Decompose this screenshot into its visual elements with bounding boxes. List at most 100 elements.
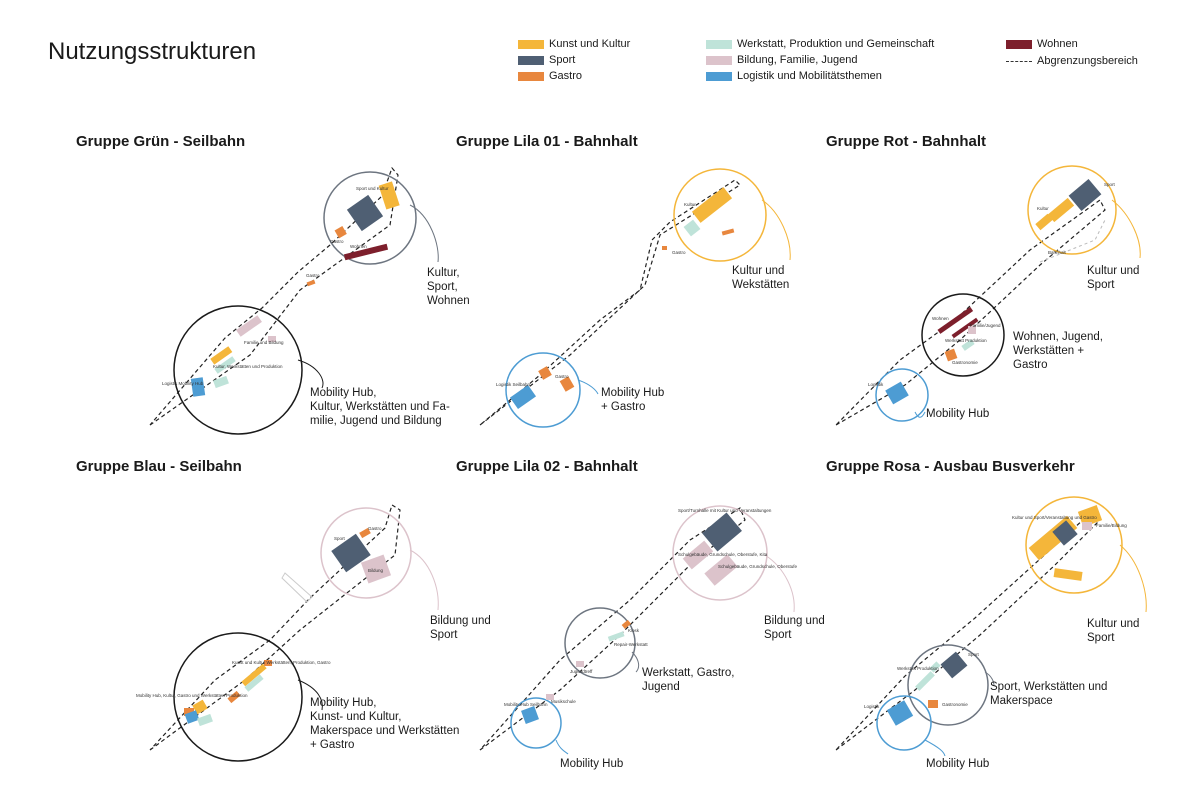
panel-desc-gruen-2: Mobility Hub,Kultur, Werkstätten und Fa-… — [310, 387, 450, 427]
map-label: Schulgebäude, Grundschule, Oberstufe, Ki… — [678, 552, 768, 557]
map-label: Sport — [334, 536, 346, 541]
map-label: Gastro — [555, 374, 569, 379]
boundary-line — [479, 507, 746, 751]
block-kunst — [1077, 505, 1103, 527]
circle-kultur-sport-wohnen — [323, 171, 417, 265]
block-werkstatt — [915, 671, 935, 691]
legend-item-bildung: Bildung, Familie, Jugend — [706, 54, 857, 66]
map-label: Schulgebäude, Grundschule, Oberstufe — [718, 564, 798, 569]
map-label: Logistik — [864, 704, 880, 709]
panel-desc-rosa-3: Mobility Hub — [926, 758, 990, 770]
map-label: Kultur — [684, 202, 696, 207]
block-sport — [940, 651, 968, 679]
legend-label: Wohnen — [1037, 38, 1078, 50]
block-kunst — [691, 187, 733, 223]
leader-line — [577, 379, 599, 395]
leader-line — [761, 199, 791, 261]
panel-title-rot: Gruppe Rot - Bahnhalt — [826, 133, 986, 150]
map-label: Musikschule — [551, 699, 576, 704]
block-kunst — [1053, 568, 1083, 581]
leader-line — [984, 671, 995, 687]
map-label: Gastro — [330, 239, 344, 244]
panel-desc-lila01-2: Mobility Hub+ Gastro — [601, 387, 665, 413]
block-gastro — [184, 708, 194, 716]
boundary-line — [1039, 219, 1106, 263]
block-wohnen — [951, 317, 979, 339]
panel-desc-rot-3: Mobility Hub — [926, 408, 990, 420]
block-kunst — [241, 663, 267, 687]
block-logistik — [885, 381, 909, 405]
circle-mobility-kunst — [173, 632, 303, 762]
map-label: Repair-Werkstatt — [614, 642, 648, 647]
map-label: Mobility Hub Seilbahn — [504, 702, 548, 707]
block-kunst — [378, 181, 400, 210]
leader-line — [631, 651, 640, 673]
block-logistik — [184, 710, 200, 724]
block-logistik — [886, 700, 914, 726]
circle-kultur-sport — [1025, 496, 1123, 594]
map-label: Kultur, Werkstätten und Produktion — [213, 364, 283, 369]
block-sport — [1052, 520, 1078, 546]
map-label: Wohnen — [932, 316, 949, 321]
legend-item-sport: Sport — [518, 54, 575, 66]
panel-title-rosa: Gruppe Rosa - Ausbau Busverkehr — [826, 458, 1075, 475]
circle-mobility-hub — [876, 695, 932, 751]
legend-item-kunst: Kunst und Kultur — [518, 38, 630, 50]
legend-label: Logistik und Mobilitätsthemen — [737, 70, 882, 82]
block-gastro — [721, 228, 735, 236]
block-bildung — [704, 554, 738, 586]
block-sport — [702, 512, 742, 552]
block-werkstatt — [607, 631, 625, 642]
leader-line — [409, 549, 439, 611]
block-wohnen — [343, 243, 389, 261]
map-label: Jugendtreff — [570, 669, 593, 674]
block-gastro — [227, 690, 241, 704]
block-werkstatt — [244, 674, 264, 692]
map-label: Gastro — [672, 250, 686, 255]
leader-line — [297, 359, 324, 389]
panel-desc-rot-2: Wohnen, Jugend,Werkstätten +Gastro — [1013, 331, 1103, 371]
legend-swatch — [1006, 39, 1032, 49]
map-label: Werkstatt Produktion — [897, 666, 939, 671]
map-label: Logistik Mobility Hub — [162, 381, 204, 386]
block-gastro — [334, 226, 347, 239]
legend-swatch — [518, 39, 544, 49]
legend-swatch — [706, 55, 732, 65]
boundary-line — [149, 504, 401, 751]
block-logistik — [521, 706, 539, 724]
circle-bildung-sport — [672, 505, 768, 601]
map-label: Gastro — [368, 526, 382, 531]
block-bildung — [576, 661, 584, 667]
map-label: Familie und Bildung — [244, 340, 284, 345]
map-label: Gastronomie — [952, 360, 978, 365]
panel-desc-blau-2: Mobility Hub,Kunst- und Kultur,Makerspac… — [310, 697, 460, 751]
block-gastro — [538, 366, 552, 380]
block-wohnen — [937, 306, 974, 334]
circle-kultur-werkstaetten — [673, 168, 767, 262]
circle-mobility-kultur — [173, 305, 303, 435]
map-label: Gastro — [306, 273, 320, 278]
legend-dash — [1006, 60, 1032, 62]
map-label: Sport — [968, 652, 980, 657]
map-label: Kultur — [1037, 206, 1049, 211]
circle-wohnen-jugend — [921, 293, 1005, 377]
legend-item-gastro: Gastro — [518, 70, 582, 82]
legend-item-wohnen: Wohnen — [1006, 38, 1078, 50]
block-kunst — [192, 699, 208, 715]
leader-line — [1111, 199, 1141, 259]
block-werkstatt — [213, 375, 229, 389]
block-logistik — [509, 384, 537, 410]
circle-bildung-sport — [320, 507, 412, 599]
block-bildung — [360, 554, 392, 584]
map-label: Wohnen — [350, 244, 367, 249]
legend-swatch — [518, 71, 544, 81]
legend-item-abgrenzung: Abgrenzungsbereich — [1006, 55, 1138, 67]
